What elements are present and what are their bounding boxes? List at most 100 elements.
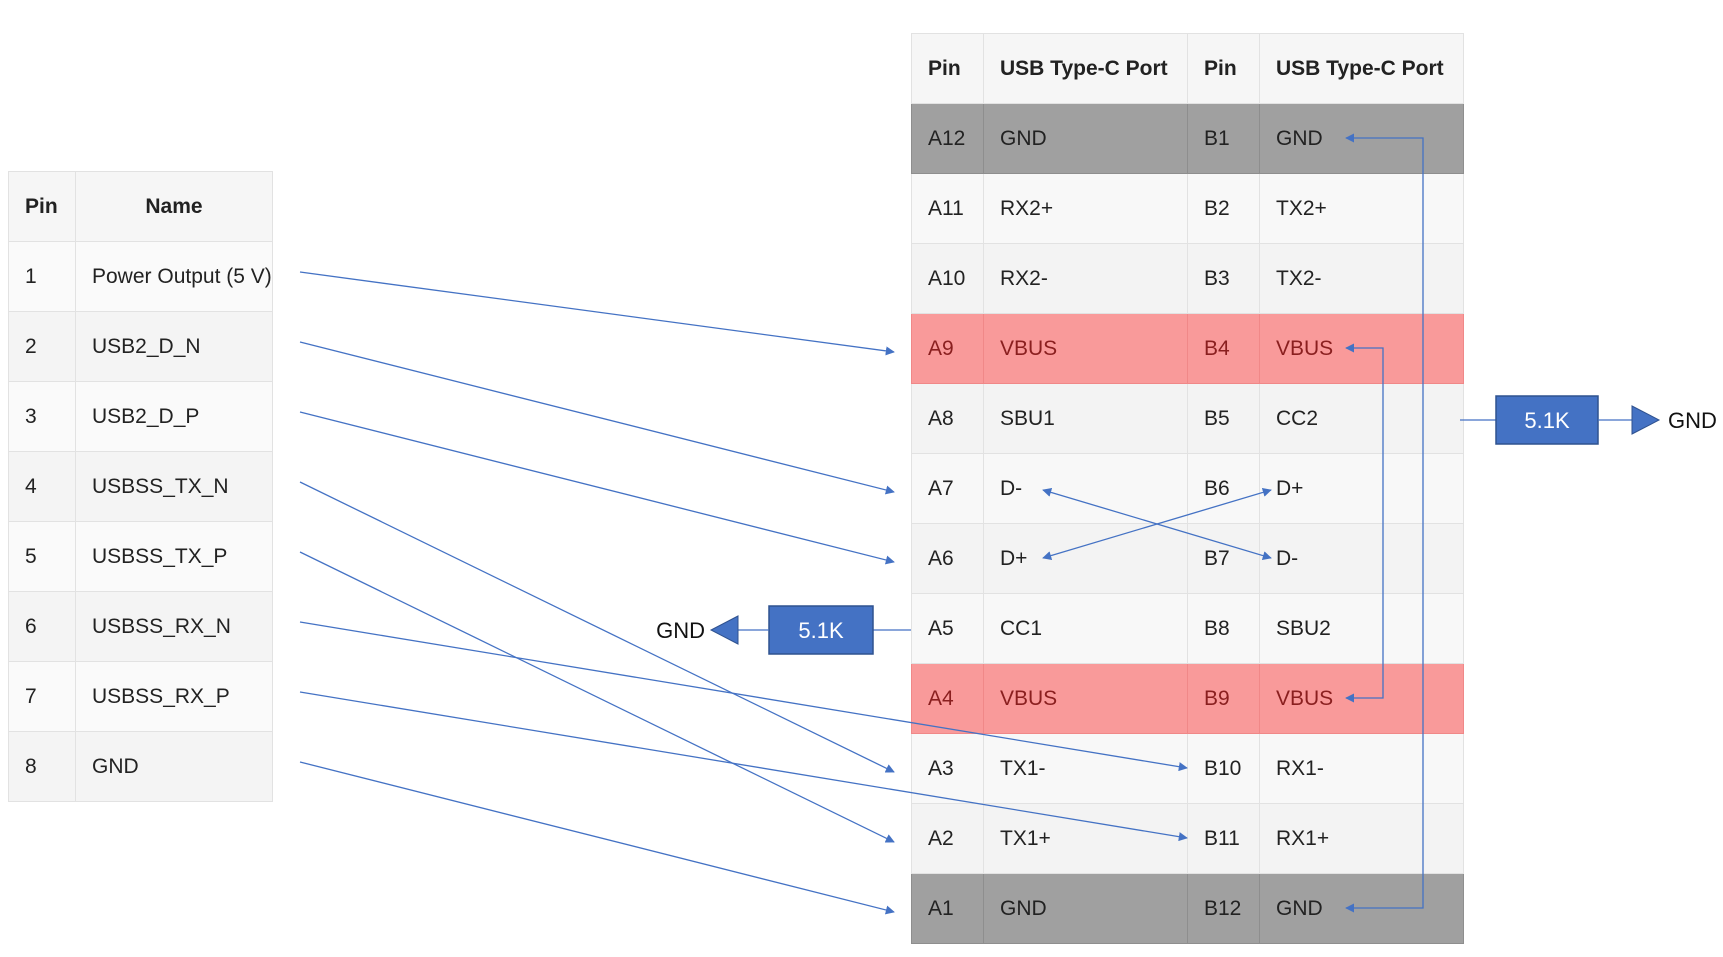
table-row: 3 USB2_D_P — [8, 381, 273, 452]
cc1-ground-icon — [709, 615, 739, 645]
pin-b-cell: B6 — [1187, 453, 1260, 524]
port-b-cell: RX1- — [1259, 733, 1464, 804]
cc2-ground-label: GND — [1668, 408, 1717, 433]
wire-8-to-A1 — [299, 761, 895, 915]
pin-cell: 8 — [8, 731, 76, 802]
pin-b-cell: B9 — [1187, 663, 1260, 734]
table-row: 4 USBSS_TX_N — [8, 451, 273, 522]
pin-a-cell: A3 — [911, 733, 984, 804]
pin-b-cell: B10 — [1187, 733, 1260, 804]
port-a-cell: TX1- — [983, 733, 1188, 804]
header-pin-b: Pin — [1187, 33, 1260, 104]
name-cell: GND — [75, 731, 273, 802]
port-b-cell: CC2 — [1259, 383, 1464, 454]
pin-a-cell: A8 — [911, 383, 984, 454]
port-a-cell: TX1+ — [983, 803, 1188, 874]
table-row: 1 Power Output (5 V) — [8, 241, 273, 312]
name-cell: USBSS_TX_P — [75, 521, 273, 592]
port-a-cell: GND — [983, 873, 1188, 944]
name-cell: USB2_D_P — [75, 381, 273, 452]
cc2-resistor-label: 5.1K — [1524, 408, 1570, 433]
name-cell: USBSS_TX_N — [75, 451, 273, 522]
name-cell: USBSS_RX_P — [75, 661, 273, 732]
pin-a-cell: A4 — [911, 663, 984, 734]
table-row: 5 USBSS_TX_P — [8, 521, 273, 592]
port-b-cell: TX2+ — [1259, 173, 1464, 244]
pin-a-cell: A1 — [911, 873, 984, 944]
cc2-resistor — [1495, 395, 1599, 445]
usb-type-c-pin-table: Pin USB Type-C Port Pin USB Type-C Port … — [911, 33, 1464, 944]
pin-b-cell: B5 — [1187, 383, 1260, 454]
table-header-row: Pin USB Type-C Port Pin USB Type-C Port — [911, 33, 1464, 104]
pin-b-cell: B4 — [1187, 313, 1260, 384]
pin-a-cell: A12 — [911, 103, 984, 174]
port-a-cell: VBUS — [983, 313, 1188, 384]
header-pin: Pin — [8, 171, 76, 242]
port-b-cell: VBUS — [1259, 313, 1464, 384]
port-b-cell: VBUS — [1259, 663, 1464, 734]
pin-b-cell: B11 — [1187, 803, 1260, 874]
pin-b-cell: B8 — [1187, 593, 1260, 664]
pin-cell: 6 — [8, 591, 76, 662]
pin-b-cell: B3 — [1187, 243, 1260, 314]
cc1-ground-label: GND — [656, 618, 705, 643]
wire-2-to-A7 — [299, 341, 895, 495]
table-header-row: Pin Name — [8, 171, 273, 242]
pin-a-cell: A2 — [911, 803, 984, 874]
pin-a-cell: A9 — [911, 313, 984, 384]
wire-5-to-A2 — [299, 551, 895, 843]
header-port-a: USB Type-C Port — [983, 33, 1188, 104]
wire-3-to-A6 — [299, 411, 895, 565]
pin-b-cell: B2 — [1187, 173, 1260, 244]
port-b-cell: D+ — [1259, 453, 1464, 524]
wire-4-to-A3 — [299, 481, 895, 773]
pin-cell: 5 — [8, 521, 76, 592]
name-cell: USBSS_RX_N — [75, 591, 273, 662]
name-cell: Power Output (5 V) — [75, 241, 273, 312]
pin-a-cell: A6 — [911, 523, 984, 594]
header-name: Name — [75, 171, 273, 242]
pin-cell: 2 — [8, 311, 76, 382]
port-a-cell: GND — [983, 103, 1188, 174]
table-row: 7 USBSS_RX_P — [8, 661, 273, 732]
table-row: 8 GND — [8, 731, 273, 802]
header-port-b: USB Type-C Port — [1259, 33, 1464, 104]
pin-cell: 1 — [8, 241, 76, 312]
connector-pin-table: Pin Name 1 Power Output (5 V) 2 USB2_D_N… — [8, 171, 273, 802]
port-a-cell: VBUS — [983, 663, 1188, 734]
port-b-cell: GND — [1259, 873, 1464, 944]
pin-a-cell: A5 — [911, 593, 984, 664]
port-b-cell: SBU2 — [1259, 593, 1464, 664]
pin-b-cell: B1 — [1187, 103, 1260, 174]
pin-a-cell: A11 — [911, 173, 984, 244]
port-b-cell: D- — [1259, 523, 1464, 594]
table-row: 6 USBSS_RX_N — [8, 591, 273, 662]
cc1-resistor-label: 5.1K — [798, 618, 844, 643]
table-row: 2 USB2_D_N — [8, 311, 273, 382]
pin-b-cell: B12 — [1187, 873, 1260, 944]
header-pin-a: Pin — [911, 33, 984, 104]
pin-cell: 3 — [8, 381, 76, 452]
cc2-ground-icon — [1631, 405, 1661, 435]
port-a-cell: D+ — [983, 523, 1188, 594]
port-b-cell: RX1+ — [1259, 803, 1464, 874]
pin-a-cell: A7 — [911, 453, 984, 524]
cc1-resistor — [768, 605, 874, 655]
pin-cell: 4 — [8, 451, 76, 522]
port-a-cell: CC1 — [983, 593, 1188, 664]
pin-cell: 7 — [8, 661, 76, 732]
port-a-cell: RX2+ — [983, 173, 1188, 244]
pin-a-cell: A10 — [911, 243, 984, 314]
port-a-cell: SBU1 — [983, 383, 1188, 454]
port-a-cell: D- — [983, 453, 1188, 524]
